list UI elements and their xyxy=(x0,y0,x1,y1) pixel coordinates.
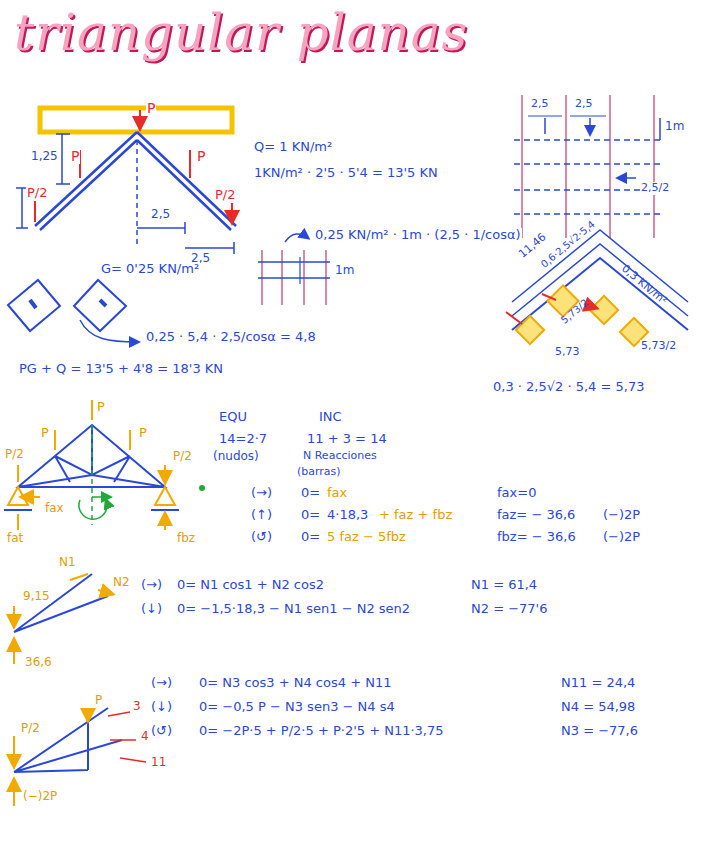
note-label: (↓) xyxy=(150,700,173,715)
note-label: 0,25 · 5,4 · 2,5/cosα = 4,8 xyxy=(145,330,317,345)
note-label: 2,5 xyxy=(530,98,550,111)
note-label: (↺) xyxy=(150,724,173,739)
note-label: (→) xyxy=(140,578,163,593)
note-label: G= 0'25 KN/m² xyxy=(100,262,200,277)
note-label: P/2 xyxy=(214,188,237,203)
note-label: N1 xyxy=(58,556,77,570)
note-label: PG + Q = 13'5 + 4'8 = 18'3 KN xyxy=(18,362,224,377)
note-label: 0= −0,5 P − N3 sen3 − N4 s4 xyxy=(198,700,396,715)
note-label: EQU xyxy=(218,410,248,425)
note-label: 0= −2P·5 + P/2·5 + P·2'5 + N11·3,75 xyxy=(198,724,445,739)
note-label: P xyxy=(94,694,103,708)
note-label: (−)2P xyxy=(22,790,58,804)
note-label: (barras) xyxy=(296,466,342,479)
note-label: 1m xyxy=(664,120,685,134)
note-label: N2 = −77'6 xyxy=(470,602,548,617)
note-label: P xyxy=(40,426,50,441)
note-label: 0= xyxy=(300,508,321,523)
note-label: 2,5 xyxy=(574,98,594,111)
note-label: N11 = 24,4 xyxy=(560,676,636,691)
note-label: fat xyxy=(6,532,24,546)
note-label: P/2 xyxy=(4,448,25,462)
note-label: 14=2·7 xyxy=(218,432,268,447)
note-label: P xyxy=(96,400,106,415)
note-label: (→) xyxy=(250,486,273,501)
roof-section xyxy=(16,108,236,254)
note-label: 0= N3 cos3 + N4 cos4 + N11 xyxy=(198,676,392,691)
note-label: 5 faz − 5fbz xyxy=(326,530,407,545)
truss xyxy=(4,400,205,530)
note-label: 3 xyxy=(132,700,142,714)
note-label: (↓) xyxy=(140,602,163,617)
note-label: (−)2P xyxy=(602,508,641,523)
note-label: 36,6 xyxy=(24,656,53,670)
roof-load-sketch xyxy=(506,230,688,346)
purlin-sketch xyxy=(258,234,330,305)
note-label: 0,6·2,5√2·5,4 xyxy=(538,218,598,271)
note-label: N4 = 54,98 xyxy=(560,700,636,715)
note-label: fax xyxy=(326,486,348,501)
note-label: fax xyxy=(44,502,65,516)
note-label: 1KN/m² · 2'5 · 5'4 = 13'5 KN xyxy=(253,166,439,181)
note-label: P xyxy=(196,148,206,164)
note-label: 2,5/2 xyxy=(640,182,670,195)
note-label: 0= xyxy=(300,530,321,545)
note-label: P/2 xyxy=(26,186,49,201)
note-label: INC xyxy=(318,410,343,425)
note-label: (↑) xyxy=(250,508,273,523)
note-label: 0= xyxy=(300,486,321,501)
note-label: P/2 xyxy=(172,450,193,464)
note-label: 0,3 · 2,5√2 · 5,4 = 5,73 xyxy=(492,380,645,395)
note-label: 0,25 KN/m² · 1m · (2,5 · 1/cosα) xyxy=(314,228,522,243)
note-label: fbz= − 36,6 xyxy=(496,530,577,545)
page-title: triangular planas xyxy=(14,4,468,62)
note-label: N1 = 61,4 xyxy=(470,578,538,593)
note-label: (nudos) xyxy=(212,450,260,464)
note-label: 1m xyxy=(334,264,355,278)
note-label: Q= 1 KN/m² xyxy=(253,140,333,155)
note-label: 11 + 3 = 14 xyxy=(306,432,388,447)
note-label: (−)2P xyxy=(602,530,641,545)
note-label: 0= −1,5·18,3 − N1 sen1 − N2 sen2 xyxy=(176,602,411,617)
note-label: 2,5 xyxy=(150,208,171,222)
note-label: N2 xyxy=(112,576,131,590)
note-label: 0,3 KN/m² xyxy=(618,262,670,308)
note-label: N3 = −77,6 xyxy=(560,724,639,739)
free-body-section xyxy=(14,708,146,806)
note-label: 5,73 xyxy=(554,346,581,359)
note-label: 11 xyxy=(150,756,167,770)
free-body-node xyxy=(14,574,112,664)
note-label: N Reacciones xyxy=(302,450,378,463)
note-label: 1,25 xyxy=(30,150,59,164)
note-label: fax=0 xyxy=(496,486,537,501)
note-label: (↺) xyxy=(250,530,273,545)
note-label: fbz xyxy=(176,532,196,546)
note-label: 5,73/2 xyxy=(640,340,677,353)
note-label: 4·18,3 xyxy=(326,508,369,523)
note-label: P xyxy=(146,100,156,116)
beam-sketch xyxy=(8,280,138,342)
note-label: P xyxy=(138,426,148,441)
note-label: 9,15 xyxy=(22,590,51,604)
note-label: 4 xyxy=(140,730,150,744)
note-label: + faz + fbz xyxy=(378,508,453,523)
plan-sketch xyxy=(514,95,660,238)
note-label: 0= N1 cos1 + N2 cos2 xyxy=(176,578,325,593)
note-label: (→) xyxy=(150,676,173,691)
note-label: faz= − 36,6 xyxy=(496,508,576,523)
note-label: P xyxy=(70,148,80,164)
note-label: P/2 xyxy=(20,722,41,736)
